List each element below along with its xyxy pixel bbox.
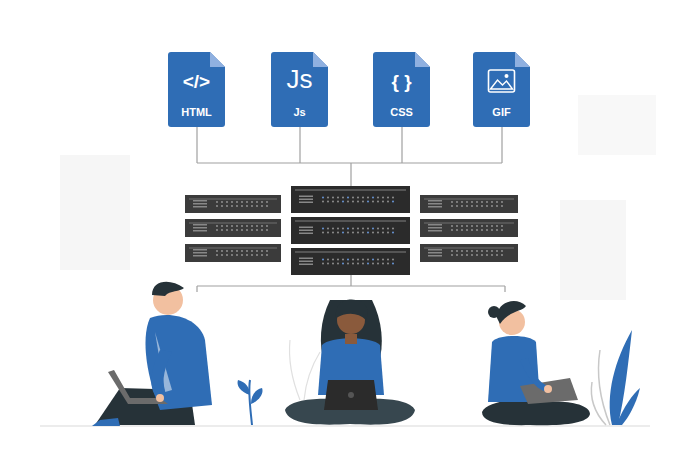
background-panel	[560, 200, 626, 300]
person-figure	[92, 282, 212, 426]
plant	[591, 330, 640, 425]
file-symbol: </>	[168, 72, 225, 91]
file-label: CSS	[373, 107, 430, 118]
person-figure	[482, 301, 590, 425]
plant	[289, 340, 320, 400]
server-unit	[420, 195, 518, 213]
background-panel	[578, 95, 656, 155]
file-symbol: Js	[271, 66, 328, 92]
server-unit	[420, 244, 518, 262]
html-file-icon: </> HTML	[168, 52, 225, 127]
gif-file-icon: GIF	[473, 52, 530, 127]
ground-line	[40, 425, 650, 427]
image-glyph	[489, 70, 515, 92]
person-figure	[285, 299, 415, 424]
file-symbol: { }	[373, 72, 430, 91]
server-unit	[185, 219, 281, 237]
plant	[238, 380, 263, 425]
server-unit	[291, 186, 410, 213]
file-label: Js	[271, 107, 328, 118]
css-file-icon: { } CSS	[373, 52, 430, 127]
js-file-icon: JsJs	[271, 52, 328, 127]
server-unit	[291, 217, 410, 244]
server-unit	[291, 248, 410, 275]
server-unit	[185, 195, 281, 213]
server-unit	[420, 219, 518, 237]
server-unit	[185, 244, 281, 262]
file-label: HTML	[168, 107, 225, 118]
server-rack	[185, 186, 518, 275]
background-panel	[60, 155, 130, 270]
file-label: GIF	[473, 107, 530, 118]
